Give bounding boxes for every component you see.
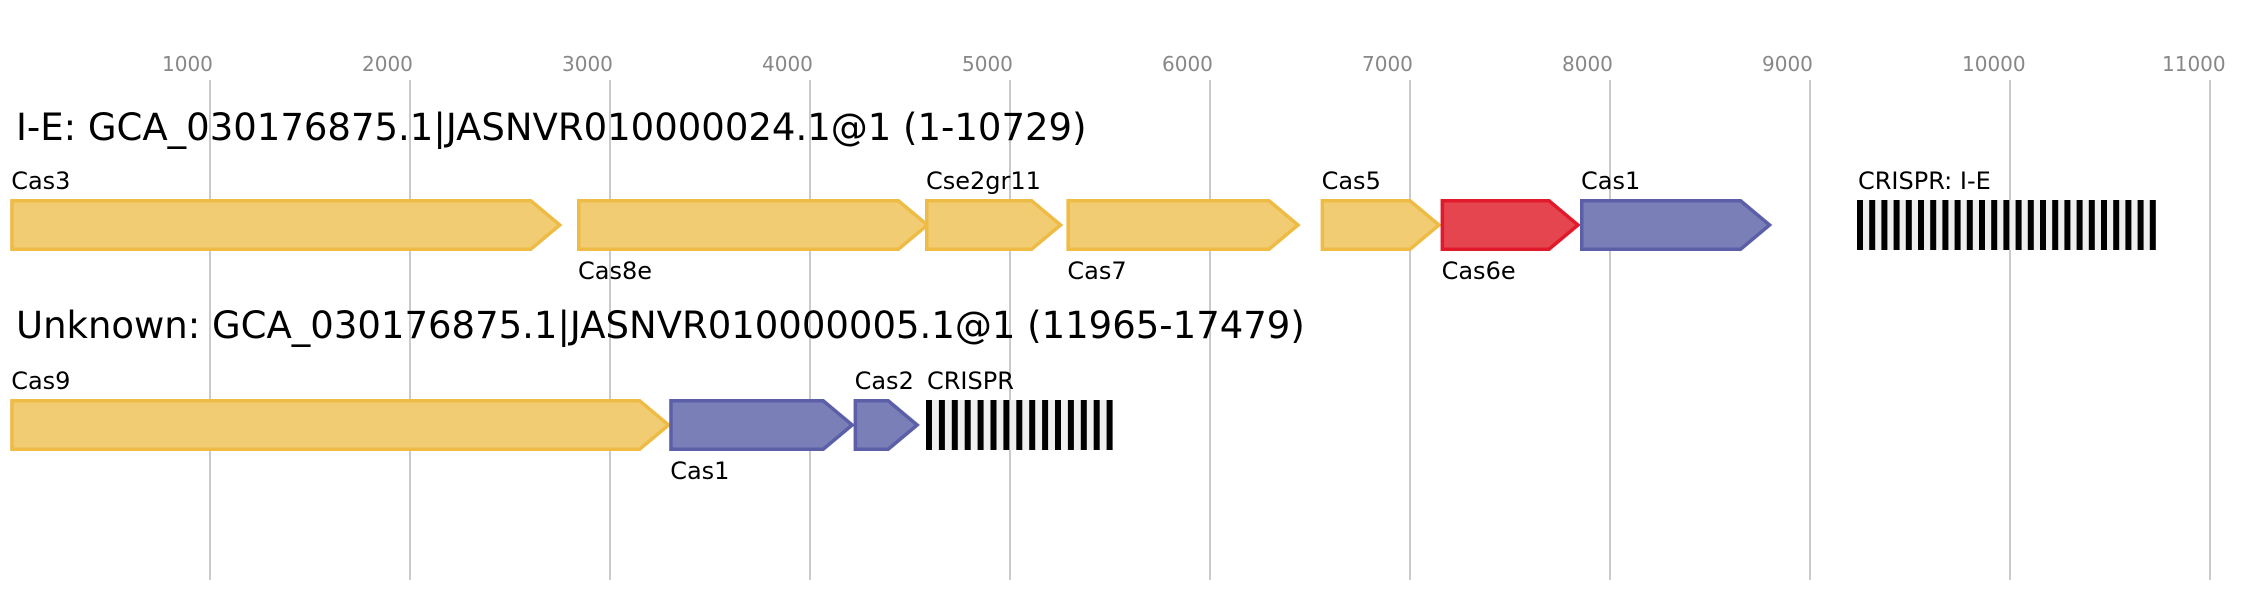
axis-grid [209, 80, 2211, 580]
gene-arrow [10, 399, 672, 451]
track-title-i-e: I-E: GCA_030176875.1|JASNVR010000024.1@1… [16, 106, 1087, 149]
crispr-repeat [977, 400, 984, 450]
gene-cas2: Cas2 [853, 367, 920, 451]
crispr-repeat [1042, 400, 1049, 450]
tick-label-9000: 9000 [1762, 52, 1813, 76]
crispr-repeat [1016, 400, 1023, 450]
crispr-repeat [2125, 200, 2132, 250]
crispr-repeat [2113, 200, 2120, 250]
crispr-repeat [1930, 200, 1937, 250]
crispr-repeat [1991, 200, 1998, 250]
crispr-repeat [2015, 200, 2022, 250]
feature-label-cse2gr11: Cse2gr11 [926, 167, 1041, 195]
feature-label-cas1: Cas1 [1581, 167, 1640, 195]
tick-label-4000: 4000 [762, 52, 813, 76]
crispr-repeat [1093, 400, 1100, 450]
crispr-repeat [1080, 400, 1087, 450]
crispr-array-crispr-i-e: CRISPR: I-E [1857, 167, 2156, 250]
gene-cas9: Cas9 [10, 367, 672, 451]
crispr-repeat [1003, 400, 1010, 450]
tick-label-8000: 8000 [1562, 52, 1613, 76]
gene-cas6e: Cas6e [1440, 199, 1581, 285]
crispr-repeat [1905, 200, 1912, 250]
tick-label-7000: 7000 [1362, 52, 1413, 76]
track-unknown: Unknown: GCA_030176875.1|JASNVR010000005… [10, 304, 1305, 485]
crispr-repeat [1067, 400, 1074, 450]
crispr-repeat [2076, 200, 2083, 250]
crispr-repeat [1881, 200, 1888, 250]
tick-label-10000: 10000 [1962, 52, 2026, 76]
crispr-repeat [1942, 200, 1949, 250]
crispr-repeat [2137, 200, 2144, 250]
gene-arrow [669, 399, 855, 451]
crispr-repeat [1106, 400, 1113, 450]
crispr-repeat [1954, 200, 1961, 250]
tick-label-1000: 1000 [162, 52, 213, 76]
feature-label-cas7: Cas7 [1067, 257, 1126, 285]
gene-cas1: Cas1 [669, 399, 855, 485]
crispr-repeat [938, 400, 945, 450]
crispr-repeat [1029, 400, 1036, 450]
feature-label-cas1: Cas1 [670, 457, 729, 485]
gene-cas8e: Cas8e [577, 199, 931, 285]
crispr-repeat [926, 400, 932, 450]
tick-label-3000: 3000 [562, 52, 613, 76]
tick-label-5000: 5000 [962, 52, 1013, 76]
gene-arrow [1440, 199, 1581, 251]
gene-arrow [853, 399, 920, 451]
gene-cas7: Cas7 [1066, 199, 1301, 285]
gene-cas3: Cas3 [10, 167, 563, 251]
gene-cas1: Cas1 [1580, 167, 1773, 251]
feature-label-cas3: Cas3 [11, 167, 70, 195]
gene-cse2gr11: Cse2gr11 [925, 167, 1064, 251]
track-title-unknown: Unknown: GCA_030176875.1|JASNVR010000005… [16, 304, 1305, 347]
crispr-repeat [1869, 200, 1876, 250]
crispr-repeat [964, 400, 971, 450]
feature-label-cas9: Cas9 [11, 367, 70, 395]
gene-arrow [1580, 199, 1773, 251]
gene-arrow [10, 199, 563, 251]
crispr-repeat [2149, 200, 2156, 250]
crispr-repeat [951, 400, 958, 450]
crispr-repeat [990, 400, 997, 450]
tick-label-11000: 11000 [2162, 52, 2226, 76]
axis-tick-labels: 1000 2000 3000 4000 5000 6000 7000 8000 9000 1000… [162, 52, 2226, 76]
tick-label-2000: 2000 [362, 52, 413, 76]
crispr-repeat [2088, 200, 2095, 250]
gene-arrow [1066, 199, 1301, 251]
feature-label-crispr-i-e: CRISPR: I-E [1858, 167, 1991, 195]
gene-arrow [1320, 199, 1442, 251]
crispr-repeat [1918, 200, 1924, 250]
gene-arrow [577, 199, 931, 251]
gene-cas5: Cas5 [1320, 167, 1442, 251]
tick-label-6000: 6000 [1162, 52, 1213, 76]
feature-label-cas6e: Cas6e [1442, 257, 1516, 285]
crispr-repeat [1055, 400, 1061, 450]
crispr-repeat [2027, 200, 2034, 250]
crispr-repeat [2064, 200, 2071, 250]
crispr-array-crispr: CRISPR [926, 367, 1113, 450]
feature-label-cas2: Cas2 [855, 367, 914, 395]
crispr-repeat [2101, 200, 2107, 250]
crispr-repeat [1857, 200, 1863, 250]
crispr-repeat [2003, 200, 2010, 250]
crispr-repeat [1893, 200, 1900, 250]
track-i-e: I-E: GCA_030176875.1|JASNVR010000024.1@1… [10, 106, 2156, 285]
crispr-repeat [1979, 200, 1985, 250]
crispr-repeat [2052, 200, 2059, 250]
feature-label-crispr: CRISPR [927, 367, 1014, 395]
crispr-repeat [1966, 200, 1973, 250]
feature-label-cas5: Cas5 [1322, 167, 1381, 195]
feature-label-cas8e: Cas8e [578, 257, 652, 285]
gene-arrow [925, 199, 1064, 251]
crispr-repeat [2040, 200, 2046, 250]
